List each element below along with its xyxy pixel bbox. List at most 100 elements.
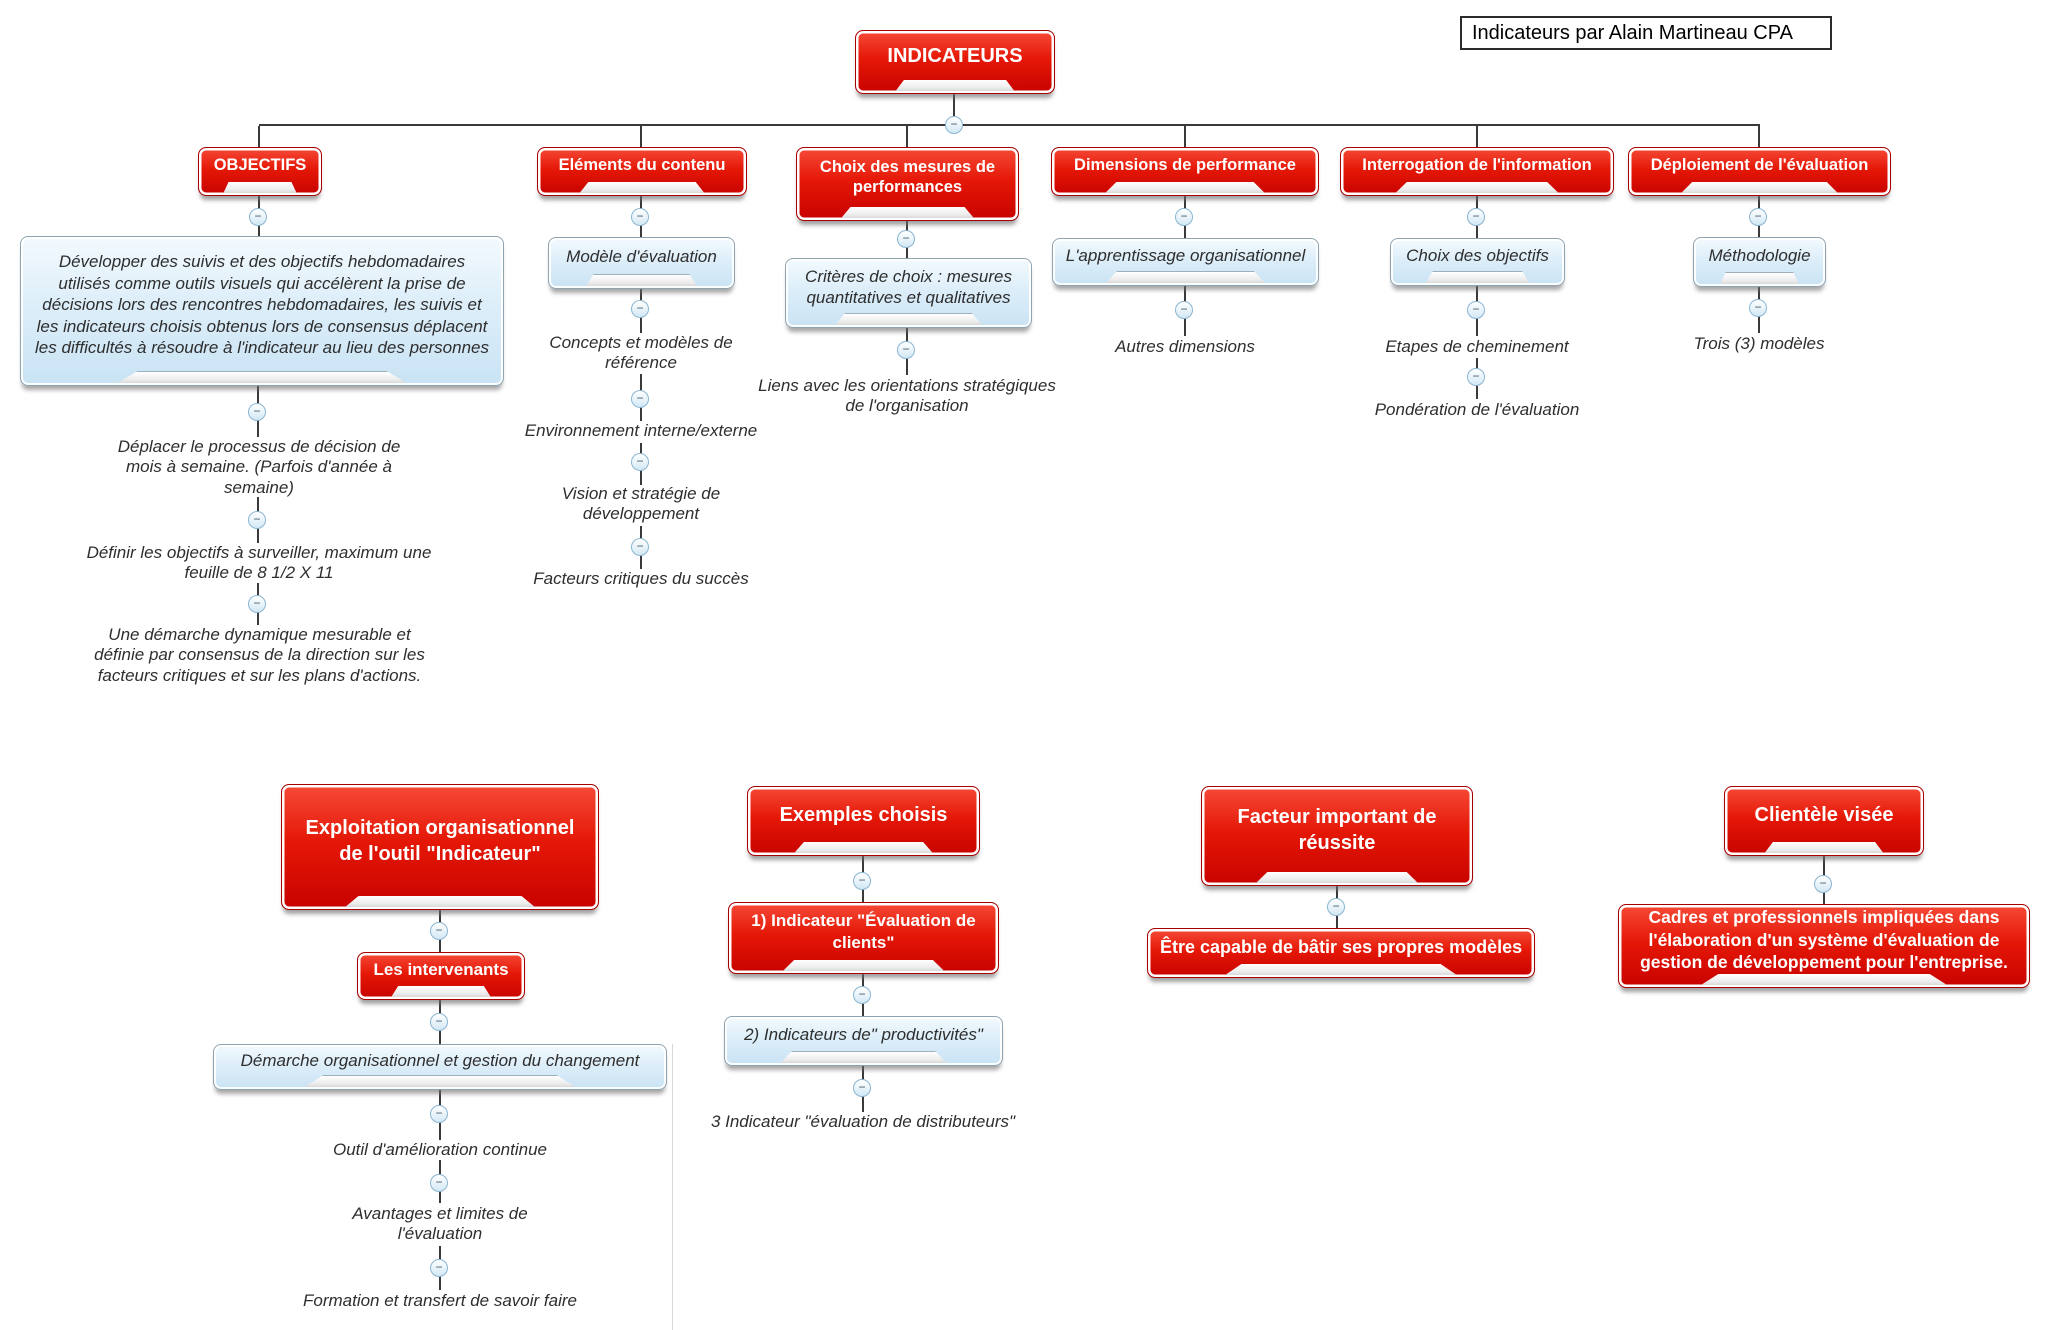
collapse-toggle[interactable]: − <box>1749 299 1767 317</box>
node-elements-du-contenu[interactable]: Eléments du contenu <box>537 147 747 196</box>
node-choix-des-mesures[interactable]: Choix des mesures de performances <box>796 147 1019 221</box>
connector <box>1184 126 1186 148</box>
node-label: Clientèle visée <box>1754 803 1894 826</box>
node-label: Eléments du contenu <box>558 156 726 174</box>
node-label: Etapes de cheminement <box>1385 337 1569 356</box>
node-indicateurs[interactable]: INDICATEURS <box>855 30 1055 94</box>
collapse-toggle[interactable]: − <box>430 922 448 940</box>
node-label: INDICATEURS <box>887 44 1023 67</box>
node-etapes-cheminement[interactable]: Etapes de cheminement <box>1362 337 1592 357</box>
node-flap <box>223 182 297 193</box>
node-concepts-modeles[interactable]: Concepts et modèles de référence <box>526 333 756 374</box>
collapse-toggle[interactable]: − <box>853 986 871 1004</box>
node-indicateur-evaluation-clients[interactable]: 1) Indicateur "Évaluation de clients" <box>728 902 999 974</box>
collapse-toggle[interactable]: − <box>1327 898 1345 916</box>
connector <box>953 94 955 126</box>
node-label: Concepts et modèles de référence <box>549 333 733 373</box>
collapse-toggle[interactable]: − <box>249 208 267 226</box>
collapse-toggle[interactable]: − <box>430 1013 448 1031</box>
collapse-toggle[interactable]: − <box>430 1174 448 1192</box>
node-definir-objectifs[interactable]: Définir les objectifs à surveiller, maxi… <box>74 543 444 584</box>
collapse-toggle[interactable]: − <box>631 538 649 556</box>
collapse-toggle[interactable]: − <box>248 403 266 421</box>
node-les-intervenants[interactable]: Les intervenants <box>357 952 525 1000</box>
node-flap <box>117 371 407 383</box>
collapse-toggle[interactable]: − <box>430 1105 448 1123</box>
node-methodologie[interactable]: Méthodologie <box>1693 237 1826 287</box>
collapse-toggle[interactable]: − <box>1467 301 1485 319</box>
node-criteres-choix[interactable]: Critères de choix : mesures quantitative… <box>785 258 1032 328</box>
node-label: L'apprentissage organisationnel <box>1065 246 1306 265</box>
node-flap <box>780 1051 947 1063</box>
collapse-toggle[interactable]: − <box>1814 875 1832 893</box>
node-flap <box>895 80 1015 91</box>
collapse-toggle[interactable]: − <box>1467 208 1485 226</box>
node-facteur-important-reussite[interactable]: Facteur important de réussite <box>1201 786 1473 886</box>
node-flap <box>841 207 974 218</box>
connector <box>259 124 1760 126</box>
node-formation-transfert[interactable]: Formation et transfert de savoir faire <box>260 1291 620 1311</box>
node-label: Méthodologie <box>1708 246 1811 265</box>
node-indicateur-evaluation-distributeurs[interactable]: 3 Indicateur "évaluation de distributeur… <box>708 1112 1018 1132</box>
node-label: Trois (3) modèles <box>1693 334 1825 353</box>
node-clientele-visee[interactable]: Clientèle visée <box>1724 786 1924 856</box>
node-developper-suivis[interactable]: Développer des suivis et des objectifs h… <box>20 236 504 386</box>
node-modele-evaluation[interactable]: Modèle d'évaluation <box>548 237 735 289</box>
collapse-toggle[interactable]: − <box>897 230 915 248</box>
node-demarche-organisationnel[interactable]: Démarche organisationnel et gestion du c… <box>213 1044 667 1090</box>
collapse-toggle[interactable]: − <box>631 300 649 318</box>
node-etre-capable-batir-modeles[interactable]: Être capable de bâtir ses propres modèle… <box>1147 928 1535 978</box>
node-objectifs[interactable]: OBJECTIFS <box>198 147 322 196</box>
collapse-toggle[interactable]: − <box>430 1259 448 1277</box>
connector <box>640 126 642 148</box>
node-exploitation-outil-indicateur[interactable]: Exploitation organisationnel de l'outil … <box>281 784 599 910</box>
collapse-toggle[interactable]: − <box>248 511 266 529</box>
node-flap <box>794 842 933 853</box>
collapse-toggle[interactable]: − <box>1175 208 1193 226</box>
node-apprentissage-organisationnel[interactable]: L'apprentissage organisationnel <box>1052 238 1319 286</box>
collapse-toggle[interactable]: − <box>248 595 266 613</box>
collapse-toggle[interactable]: − <box>945 116 963 134</box>
page-break-line <box>672 1044 673 1330</box>
node-label: Facteur important de réussite <box>1237 806 1437 854</box>
node-outil-amelioration[interactable]: Outil d'amélioration continue <box>285 1140 595 1160</box>
collapse-toggle[interactable]: − <box>853 1079 871 1097</box>
node-indicateurs-productivites[interactable]: 2) Indicateurs de" productivités" <box>724 1016 1003 1066</box>
collapse-toggle[interactable]: − <box>1749 208 1767 226</box>
collapse-toggle[interactable]: − <box>1467 368 1485 386</box>
node-label: Dimensions de performance <box>1074 156 1296 174</box>
node-label: Avantages et limites de l'évaluation <box>352 1204 528 1244</box>
node-label: Choix des objectifs <box>1406 246 1549 265</box>
node-liens-orientations[interactable]: Liens avec les orientations stratégiques… <box>752 376 1062 417</box>
collapse-toggle[interactable]: − <box>897 341 915 359</box>
node-deploiement-evaluation[interactable]: Déploiement de l'évaluation <box>1628 147 1891 196</box>
node-label: Une démarche dynamique mesurable et défi… <box>94 625 425 685</box>
node-facteurs-critiques[interactable]: Facteurs critiques du succès <box>516 569 766 589</box>
node-flap <box>1105 182 1265 193</box>
node-label: Liens avec les orientations stratégiques… <box>758 376 1056 416</box>
node-trois-modeles[interactable]: Trois (3) modèles <box>1674 334 1844 354</box>
node-flap <box>1395 182 1559 193</box>
node-environnement[interactable]: Environnement interne/externe <box>506 421 776 441</box>
node-autres-dimensions[interactable]: Autres dimensions <box>1080 337 1290 357</box>
node-cadres-professionnels[interactable]: Cadres et professionnels impliquées dans… <box>1618 904 2030 988</box>
node-label: Critères de choix : mesures quantitative… <box>805 266 1012 307</box>
node-label: 1) Indicateur "Évaluation de clients" <box>751 910 976 952</box>
node-avantages-limites[interactable]: Avantages et limites de l'évaluation <box>335 1204 545 1245</box>
node-interrogation-information[interactable]: Interrogation de l'information <box>1340 147 1614 196</box>
node-exemples-choisis[interactable]: Exemples choisis <box>747 786 980 856</box>
collapse-toggle[interactable]: − <box>853 872 871 890</box>
node-demarche-dynamique[interactable]: Une démarche dynamique mesurable et défi… <box>87 625 432 686</box>
node-deplacer-processus[interactable]: Déplacer le processus de décision de moi… <box>104 437 414 498</box>
collapse-toggle[interactable]: − <box>1175 301 1193 319</box>
node-label: Exploitation organisationnel de l'outil … <box>305 817 575 865</box>
collapse-toggle[interactable]: − <box>631 208 649 226</box>
collapse-toggle[interactable]: − <box>631 390 649 408</box>
node-ponderation-evaluation[interactable]: Pondération de l'évaluation <box>1347 400 1607 420</box>
node-flap <box>1681 182 1838 193</box>
node-vision-strategie[interactable]: Vision et stratégie de développement <box>536 484 746 525</box>
node-choix-objectifs[interactable]: Choix des objectifs <box>1390 238 1565 286</box>
node-dimensions-performance[interactable]: Dimensions de performance <box>1051 147 1319 196</box>
collapse-toggle[interactable]: − <box>631 453 649 471</box>
node-label: Exemples choisis <box>779 803 948 826</box>
